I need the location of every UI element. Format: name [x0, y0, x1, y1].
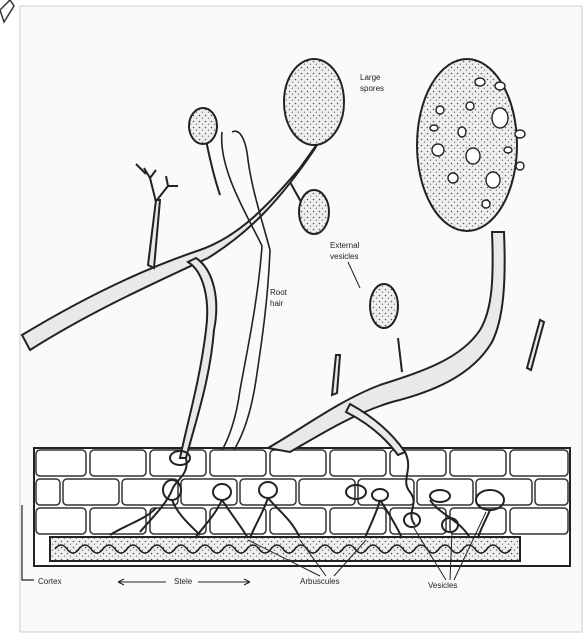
- label-stele: Stele: [174, 577, 193, 586]
- label-external-vesicles-2: vesicles: [330, 252, 358, 261]
- corner-chevron-icon: [0, 0, 14, 22]
- label-cortex: Cortex: [38, 577, 62, 586]
- label-arbuscules: Arbuscules: [300, 577, 340, 586]
- label-large-spores-2: spores: [360, 84, 384, 93]
- external-vesicle-middle: [299, 190, 329, 234]
- label-vesicles: Vesicles: [428, 581, 457, 590]
- label-large-spores-1: Large: [360, 73, 381, 82]
- label-external-vesicles-1: External: [330, 241, 360, 250]
- stele-band: [50, 537, 520, 561]
- label-root-hair-1: Root: [270, 288, 288, 297]
- large-spore-small: [284, 59, 344, 145]
- external-vesicle-lower: [370, 284, 398, 328]
- label-root-hair-2: hair: [270, 299, 284, 308]
- external-vesicle-top: [189, 108, 217, 144]
